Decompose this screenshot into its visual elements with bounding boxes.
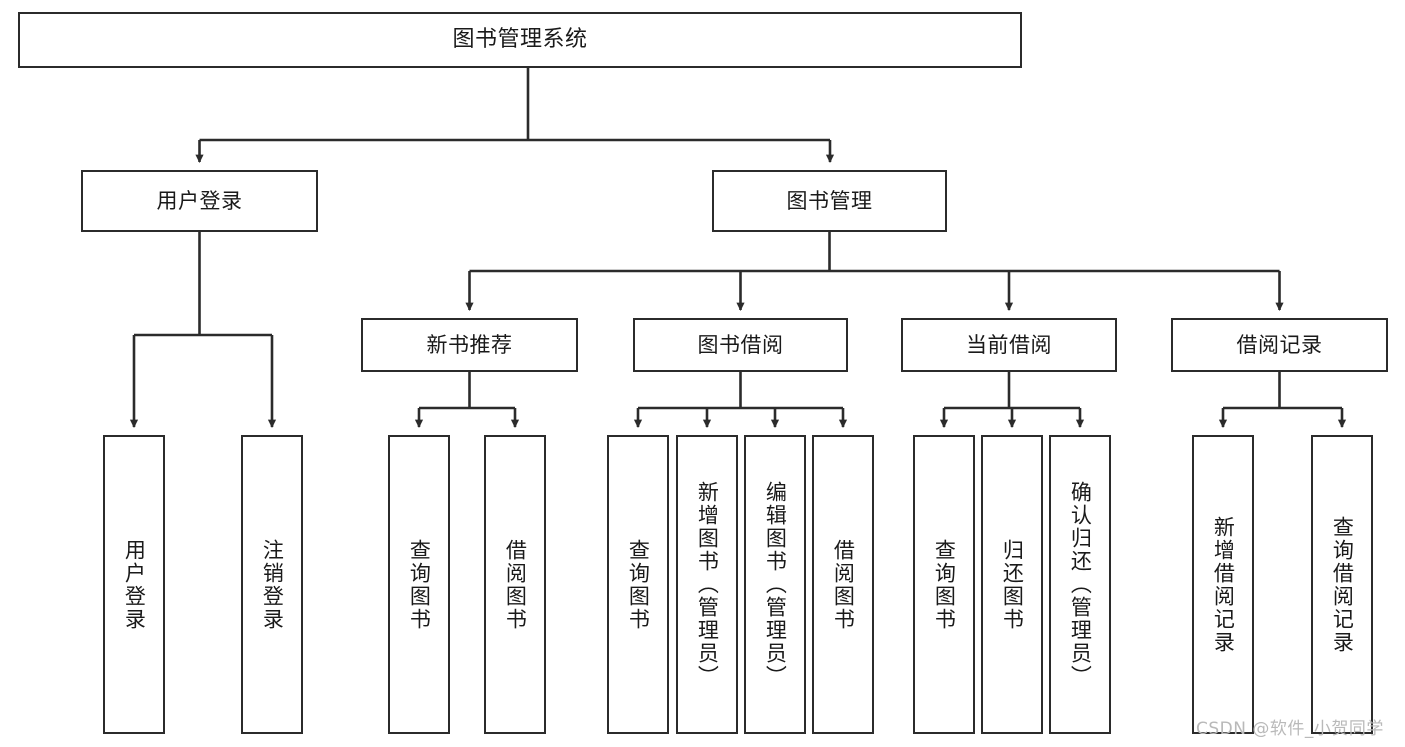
- node-book-borrow[interactable]: 图书借阅: [633, 318, 848, 372]
- node-leaf-logout-login[interactable]: 注销登录: [241, 435, 303, 734]
- node-new-book-recommend-label: 新书推荐: [426, 332, 513, 357]
- node-leaf-query-book-recommend[interactable]: 查询图书: [388, 435, 450, 734]
- node-leaf-return-book-label: 归还图书: [1000, 538, 1025, 631]
- node-book-management-label: 图书管理: [786, 188, 873, 213]
- node-leaf-add-borrow-record-label: 新增借阅记录: [1211, 515, 1236, 654]
- node-user-login-label: 用户登录: [156, 188, 243, 213]
- node-leaf-return-book[interactable]: 归还图书: [981, 435, 1043, 734]
- node-leaf-confirm-return[interactable]: 确认归还（管理员）: [1049, 435, 1111, 734]
- node-leaf-query-book-recommend-label: 查询图书: [407, 538, 432, 631]
- node-leaf-user-login[interactable]: 用户登录: [103, 435, 165, 734]
- node-leaf-query-book[interactable]: 查询图书: [607, 435, 669, 734]
- node-borrow-record[interactable]: 借阅记录: [1171, 318, 1388, 372]
- node-leaf-borrow-book-recommend[interactable]: 借阅图书: [484, 435, 546, 734]
- node-leaf-logout-login-label: 注销登录: [260, 538, 285, 631]
- node-user-login[interactable]: 用户登录: [81, 170, 318, 232]
- node-leaf-borrow-book-recommend-label: 借阅图书: [503, 538, 528, 631]
- node-leaf-borrow-book-label: 借阅图书: [831, 538, 856, 631]
- node-book-management[interactable]: 图书管理: [712, 170, 947, 232]
- csdn-watermark: CSDN @软件_小贺同学: [1196, 719, 1384, 739]
- node-root[interactable]: 图书管理系统: [18, 12, 1022, 68]
- node-leaf-query-book-current-label: 查询图书: [932, 538, 957, 631]
- node-leaf-add-borrow-record[interactable]: 新增借阅记录: [1192, 435, 1254, 734]
- node-borrow-record-label: 借阅记录: [1236, 332, 1323, 357]
- node-leaf-query-book-label: 查询图书: [626, 538, 651, 631]
- node-leaf-add-book-label: 新增图书（管理员）: [695, 481, 720, 688]
- node-leaf-query-borrow-record[interactable]: 查询借阅记录: [1311, 435, 1373, 734]
- node-leaf-user-login-label: 用户登录: [122, 538, 147, 631]
- node-current-borrow-label: 当前借阅: [966, 332, 1052, 357]
- node-new-book-recommend[interactable]: 新书推荐: [361, 318, 578, 372]
- node-leaf-edit-book-label: 编辑图书（管理员）: [763, 481, 788, 688]
- node-leaf-borrow-book[interactable]: 借阅图书: [812, 435, 874, 734]
- node-leaf-confirm-return-label: 确认归还（管理员）: [1068, 481, 1093, 688]
- node-leaf-query-borrow-record-label: 查询借阅记录: [1330, 515, 1355, 654]
- node-leaf-edit-book[interactable]: 编辑图书（管理员）: [744, 435, 806, 734]
- node-leaf-add-book[interactable]: 新增图书（管理员）: [676, 435, 738, 734]
- node-leaf-query-book-current[interactable]: 查询图书: [913, 435, 975, 734]
- node-root-label: 图书管理系统: [452, 27, 588, 53]
- node-book-borrow-label: 图书借阅: [697, 332, 784, 357]
- node-current-borrow[interactable]: 当前借阅: [901, 318, 1117, 372]
